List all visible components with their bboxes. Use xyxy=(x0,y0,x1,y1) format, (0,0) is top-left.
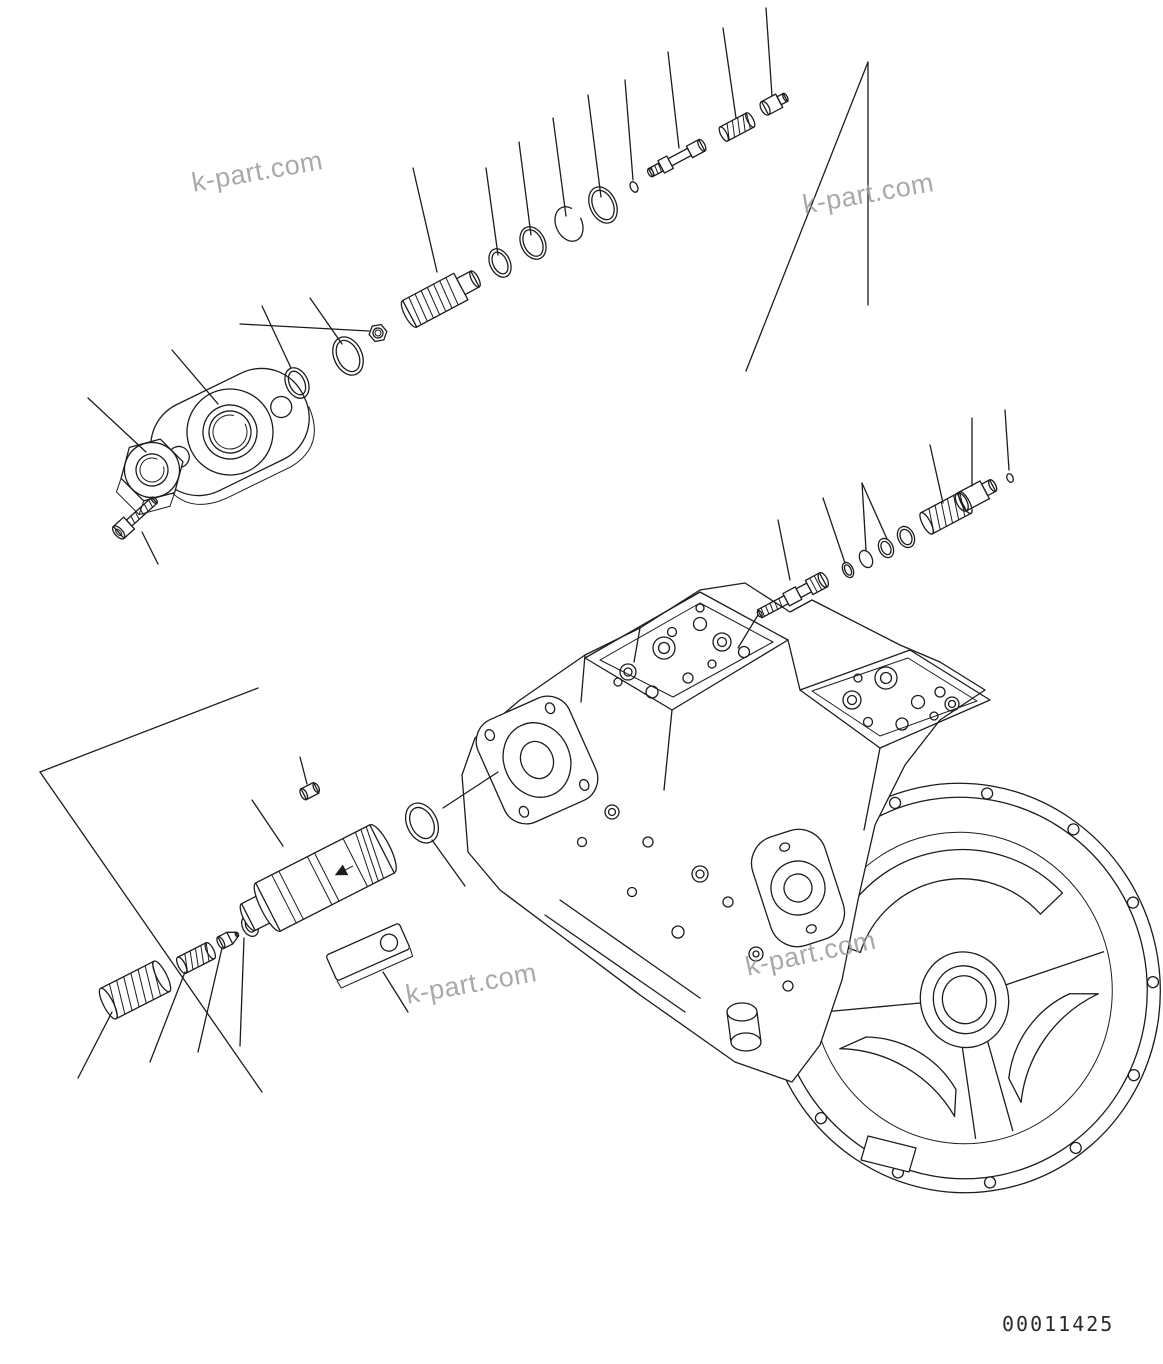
leader-line xyxy=(197,947,223,1053)
leader-line xyxy=(861,482,867,551)
pin xyxy=(1006,473,1014,483)
leader-line xyxy=(239,323,370,332)
leader-line xyxy=(299,756,308,785)
washer xyxy=(896,525,916,549)
leader-line xyxy=(382,971,409,1013)
shim-ring xyxy=(841,561,855,579)
leader-line xyxy=(587,94,602,198)
axis-line xyxy=(442,771,499,809)
leader-line xyxy=(552,117,567,217)
leader-line xyxy=(251,799,284,847)
mounting-flange xyxy=(150,367,315,505)
leader-line xyxy=(777,519,791,581)
washer xyxy=(858,549,874,569)
leader-line xyxy=(861,482,888,540)
hex-nut xyxy=(115,438,184,516)
housing-spokes xyxy=(817,951,1105,1140)
plug-small xyxy=(299,781,321,801)
leader-line xyxy=(624,79,634,181)
valve-spool xyxy=(646,138,707,178)
drawing-number: 00011425 xyxy=(1002,1312,1115,1336)
leader-line xyxy=(87,397,147,453)
o-ring xyxy=(877,537,895,559)
leader-line xyxy=(929,444,944,504)
leader-line xyxy=(518,141,532,236)
key-plate xyxy=(326,923,414,989)
backup-ring xyxy=(519,226,547,260)
solenoid-cartridge xyxy=(239,823,397,932)
valve-stem xyxy=(756,572,830,619)
leader-line xyxy=(149,971,186,1063)
threaded-adapter xyxy=(400,270,481,328)
leader-line xyxy=(431,839,466,887)
leader-line xyxy=(722,27,737,119)
section-boundary-lines xyxy=(39,61,869,1093)
axis-line xyxy=(737,614,759,649)
o-ring xyxy=(404,802,440,844)
leader-line xyxy=(77,1011,113,1079)
suction-port-face xyxy=(475,695,599,825)
snap-ring xyxy=(554,206,584,242)
leader-line xyxy=(667,51,680,149)
leader-line xyxy=(309,297,343,345)
leader-line xyxy=(1004,409,1010,471)
leader-lines xyxy=(77,7,1010,1079)
spring-small-top xyxy=(718,112,756,142)
leader-line xyxy=(412,167,438,273)
housing-notch xyxy=(860,1135,917,1173)
leader-line xyxy=(171,349,219,405)
leader-line xyxy=(141,531,159,565)
leader-line xyxy=(765,7,773,97)
spring-small xyxy=(175,941,217,975)
spring-right xyxy=(919,491,973,535)
leader-line xyxy=(261,305,292,369)
valve-cover-right xyxy=(799,649,991,749)
leader-line xyxy=(239,937,245,1047)
socket-bolt xyxy=(111,496,159,540)
pump-housing-disc xyxy=(763,782,1161,1194)
direction-arrow xyxy=(334,864,349,876)
o-ring xyxy=(588,186,618,224)
o-ring xyxy=(488,248,512,278)
leader-line xyxy=(485,167,499,256)
hex-plug-small xyxy=(368,323,388,343)
leader-line xyxy=(822,497,846,564)
spring-large xyxy=(98,960,172,1020)
valve-plug xyxy=(954,479,998,512)
pump-body xyxy=(461,582,991,1083)
pump-body-details xyxy=(544,627,881,1052)
o-ring xyxy=(332,336,364,376)
pin xyxy=(629,181,639,193)
cap-nut xyxy=(759,92,789,116)
delivery-flange xyxy=(750,828,846,948)
poppet xyxy=(216,931,240,950)
housing-hub xyxy=(919,951,1010,1049)
